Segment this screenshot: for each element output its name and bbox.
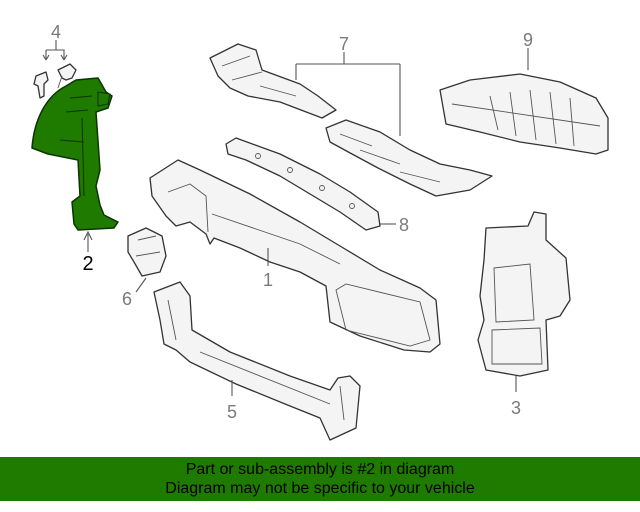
part-4-clips[interactable] bbox=[33, 63, 77, 99]
callout-8: 8 bbox=[399, 215, 409, 235]
part-3-side-air-guide[interactable] bbox=[477, 211, 571, 377]
part-9-air-box[interactable] bbox=[439, 73, 609, 155]
part-7-upper-shields[interactable] bbox=[209, 43, 493, 197]
callout-4: 4 bbox=[51, 22, 61, 42]
part-5-lower-crossmember[interactable] bbox=[153, 281, 361, 441]
part-2-air-deflector[interactable] bbox=[31, 77, 119, 231]
banner-line-part: Part or sub-assembly is #2 in diagram bbox=[185, 461, 455, 478]
exploded-parts-diagram: 4 2 7 9 8 1 6 5 3 bbox=[31, 22, 609, 441]
leader-2 bbox=[83, 230, 93, 252]
part-6-bracket[interactable] bbox=[127, 227, 167, 277]
callout-1: 1 bbox=[263, 270, 273, 290]
leader-7 bbox=[295, 52, 401, 136]
leader-4 bbox=[45, 40, 65, 60]
part-8-tie-bar[interactable] bbox=[225, 137, 381, 231]
leader-6 bbox=[135, 277, 147, 293]
callout-3: 3 bbox=[511, 398, 521, 418]
part-1-radiator-support[interactable] bbox=[149, 159, 441, 353]
callout-6: 6 bbox=[122, 289, 132, 309]
callout-7: 7 bbox=[339, 34, 349, 54]
callout-9: 9 bbox=[523, 30, 533, 50]
leader-4-arrows bbox=[42, 54, 68, 61]
banner-line-disclaimer: Diagram may not be specific to your vehi… bbox=[165, 480, 475, 497]
callout-5: 5 bbox=[227, 402, 237, 422]
callout-2: 2 bbox=[82, 253, 93, 275]
info-banner: Part or sub-assembly is #2 in diagram Di… bbox=[0, 457, 640, 501]
